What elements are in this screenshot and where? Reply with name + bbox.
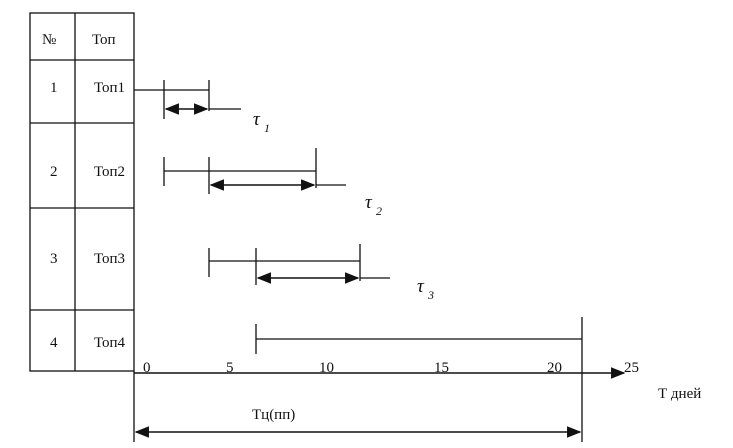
table-row-number: 3 — [50, 251, 58, 267]
operation-2-tau-subscript: 2 — [376, 204, 382, 218]
table-row-number: 1 — [50, 80, 58, 96]
total-cycle: Тц(пп) — [134, 407, 582, 438]
axis-tick-label: 0 — [143, 360, 151, 376]
axis-tick-label: 15 — [434, 360, 449, 376]
operation-3-timeline: τ 3 — [208, 244, 434, 302]
table-header-number: № — [42, 32, 56, 48]
time-axis-label: Т дней — [658, 386, 701, 402]
operation-3-tau-subscript: 3 — [427, 288, 434, 302]
axis-tick-label: 25 — [624, 360, 639, 376]
table-row-name: Топ2 — [94, 164, 125, 180]
axis-tick-label: 5 — [226, 360, 234, 376]
table-row-name: Топ3 — [94, 251, 125, 267]
time-axis: 0 5 10 15 20 25 Т дней — [133, 360, 701, 442]
table-row-number: 2 — [50, 164, 58, 180]
operation-2-tau-label: τ — [365, 192, 373, 213]
total-cycle-label: Тц(пп) — [252, 407, 295, 423]
table-row-name: Топ4 — [94, 335, 126, 351]
table-header-name: Топ — [92, 32, 116, 48]
operations-table: № Топ 1 Топ1 2 Топ2 3 Топ3 4 Топ4 — [29, 12, 135, 372]
table-frame — [29, 12, 135, 372]
table-row-name: Топ1 — [94, 80, 125, 96]
operation-1-tau-subscript: 1 — [264, 121, 270, 135]
operation-1-timeline: τ 1 — [134, 80, 270, 135]
operation-2-timeline: τ 2 — [163, 148, 382, 218]
operation-4-timeline — [255, 317, 583, 442]
table-row-number: 4 — [50, 335, 58, 351]
axis-tick-label: 10 — [319, 360, 334, 376]
axis-tick-label: 20 — [547, 360, 562, 376]
operation-3-tau-label: τ — [417, 276, 425, 297]
operation-1-tau-label: τ — [253, 109, 261, 130]
